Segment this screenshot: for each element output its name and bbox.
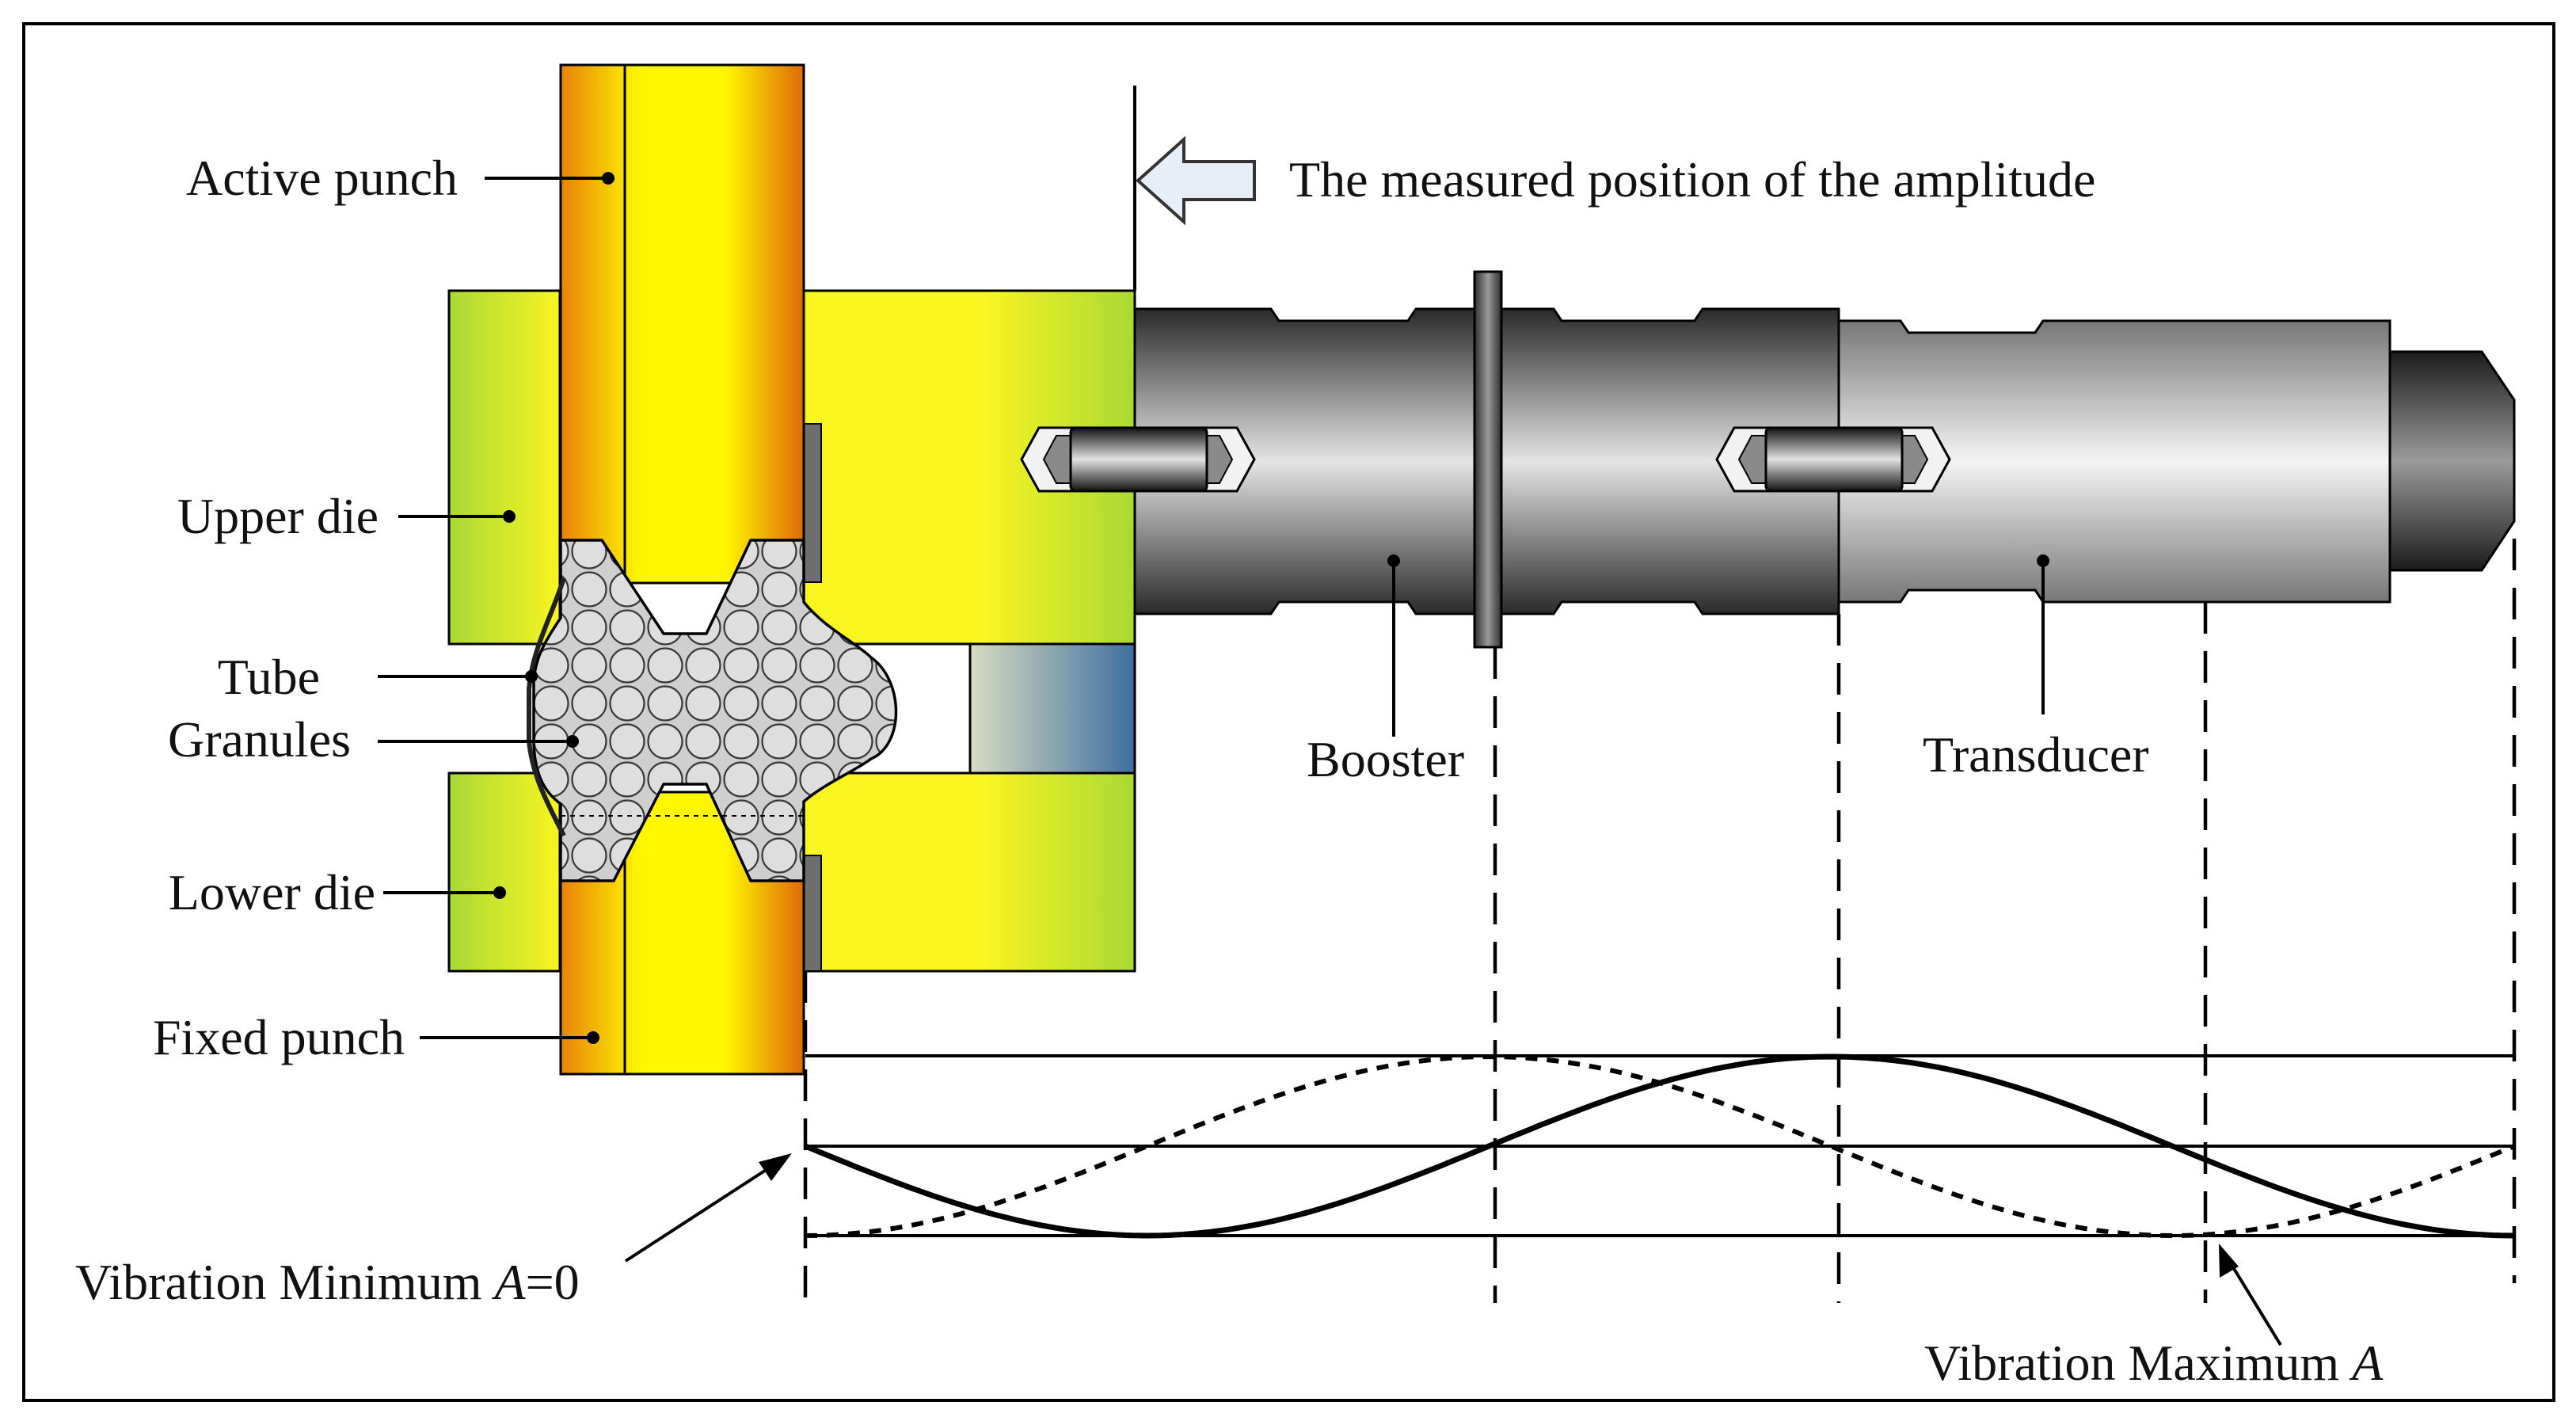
wave-dashed: [805, 1053, 2516, 1239]
guide-strip-lower: [803, 855, 822, 972]
label-fixed-punch: Fixed punch: [153, 1009, 405, 1065]
active-punch: [559, 63, 805, 585]
label-active-punch: Active punch: [186, 150, 458, 206]
label-measured-position: The measured position of the amplitude: [1289, 151, 2095, 208]
guide-strip-upper: [803, 423, 822, 583]
label-booster: Booster: [1307, 731, 1464, 787]
label-granules: Granules: [168, 711, 351, 768]
upper-die-left: [447, 289, 561, 646]
spacer-block: [968, 642, 1136, 775]
die-assembly: [447, 63, 1256, 1076]
label-tube: Tube: [218, 649, 320, 705]
label-vibration-maximum: Vibration Maximum A: [1924, 1335, 2384, 1391]
stud-right: [1715, 426, 1951, 493]
label-lower-die: Lower die: [169, 864, 375, 920]
lower-die-right: [802, 771, 1136, 973]
ultrasonic-stack: [1020, 270, 2516, 649]
booster-flange: [1473, 270, 1503, 649]
figure-border: [22, 22, 2555, 1402]
label-upper-die: Upper die: [177, 488, 379, 544]
lower-die-left: [447, 771, 561, 973]
transducer-body: [1837, 319, 2391, 604]
label-transducer: Transducer: [1923, 726, 2149, 783]
label-vibration-minimum: Vibration Minimum A=0: [75, 1254, 580, 1310]
leader-lines: [378, 172, 2282, 1347]
measured-position-arrow: [1136, 135, 1256, 226]
stud-left: [1020, 426, 1256, 493]
transducer-end-cap: [2388, 350, 2516, 572]
vibration-waveform: [803, 539, 2517, 1303]
tube-wall: [527, 577, 566, 837]
granules-region: [532, 539, 898, 882]
